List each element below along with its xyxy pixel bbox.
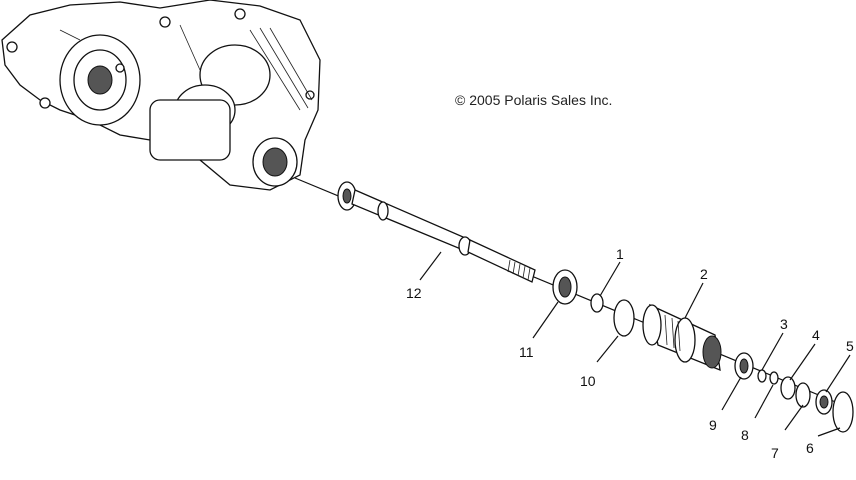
callout-1: 1 xyxy=(616,246,624,262)
part-5-seal xyxy=(815,389,833,415)
part-10-o-ring xyxy=(613,299,635,337)
part-8-washer xyxy=(757,369,767,383)
copyright-notice: © 2005 Polaris Sales Inc. xyxy=(455,92,613,108)
transmission-housing xyxy=(1,0,321,191)
part-4-snap-ring xyxy=(780,376,796,400)
part-11-bearing xyxy=(552,269,578,305)
callout-12: 12 xyxy=(406,285,422,301)
part-6-o-ring xyxy=(832,391,854,433)
callout-4: 4 xyxy=(812,327,820,343)
part-9-bearing xyxy=(734,352,754,380)
callout-9: 9 xyxy=(709,417,717,433)
callout-3: 3 xyxy=(780,316,788,332)
callout-5: 5 xyxy=(846,338,854,354)
part-12-output-shaft xyxy=(337,181,536,283)
part-7-ring xyxy=(795,382,811,408)
leader-lines xyxy=(419,251,851,437)
part-1-snap-ring xyxy=(590,293,604,313)
part-3-ring xyxy=(769,371,779,385)
callout-6: 6 xyxy=(806,440,814,456)
part-2-coupler xyxy=(642,303,722,372)
callout-8: 8 xyxy=(741,427,749,443)
callout-2: 2 xyxy=(700,266,708,282)
callout-11: 11 xyxy=(519,344,534,360)
callout-7: 7 xyxy=(771,445,779,461)
callout-10: 10 xyxy=(580,373,596,389)
